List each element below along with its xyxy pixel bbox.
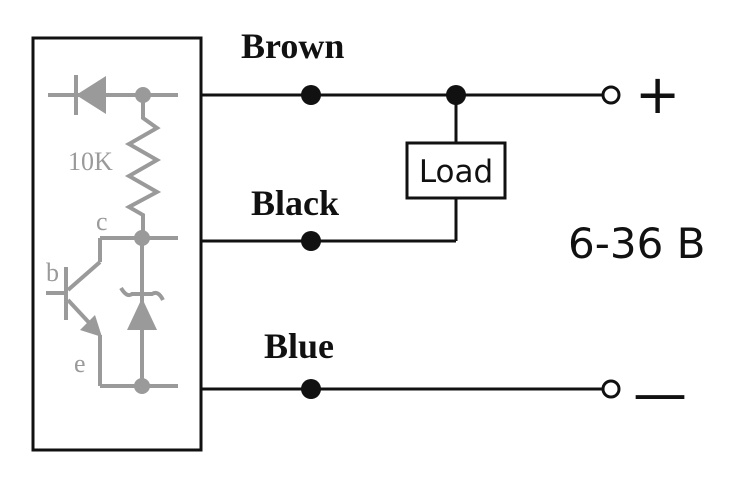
junction-collector (134, 230, 150, 246)
emitter-label: e (74, 349, 86, 378)
brown-load-junction (446, 85, 466, 105)
positive-terminal (601, 85, 621, 105)
zener-diode-icon (127, 298, 157, 330)
negative-sign: — (633, 362, 687, 425)
collector-diagonal (66, 260, 102, 292)
base-label: b (46, 258, 59, 287)
external-junctions (301, 85, 466, 399)
top-diode-icon (76, 76, 106, 114)
emitter-arrow-icon (80, 315, 102, 337)
black-dot (301, 231, 321, 251)
resistor-label: 10K (68, 147, 113, 176)
positive-sign: + (635, 63, 680, 126)
resistor-zigzag (124, 95, 162, 238)
sensor-housing (31, 36, 203, 452)
collector-label: c (96, 207, 108, 236)
internal-circuit (46, 75, 178, 388)
zener-bar (119, 286, 165, 301)
internal-junctions (134, 87, 151, 394)
brown-wire-label: Brown (241, 26, 344, 66)
junction-emitter (134, 378, 150, 394)
external-wires (201, 93, 604, 391)
supply-voltage-label: 6-36 B (568, 219, 705, 268)
black-wire-label: Black (251, 183, 339, 223)
junction-top (135, 87, 151, 103)
load-label: Load (419, 154, 493, 190)
blue-dot (301, 379, 321, 399)
load-box (405, 141, 507, 200)
negative-terminal (601, 379, 621, 399)
brown-dot (301, 85, 321, 105)
blue-wire-label: Blue (264, 326, 334, 366)
